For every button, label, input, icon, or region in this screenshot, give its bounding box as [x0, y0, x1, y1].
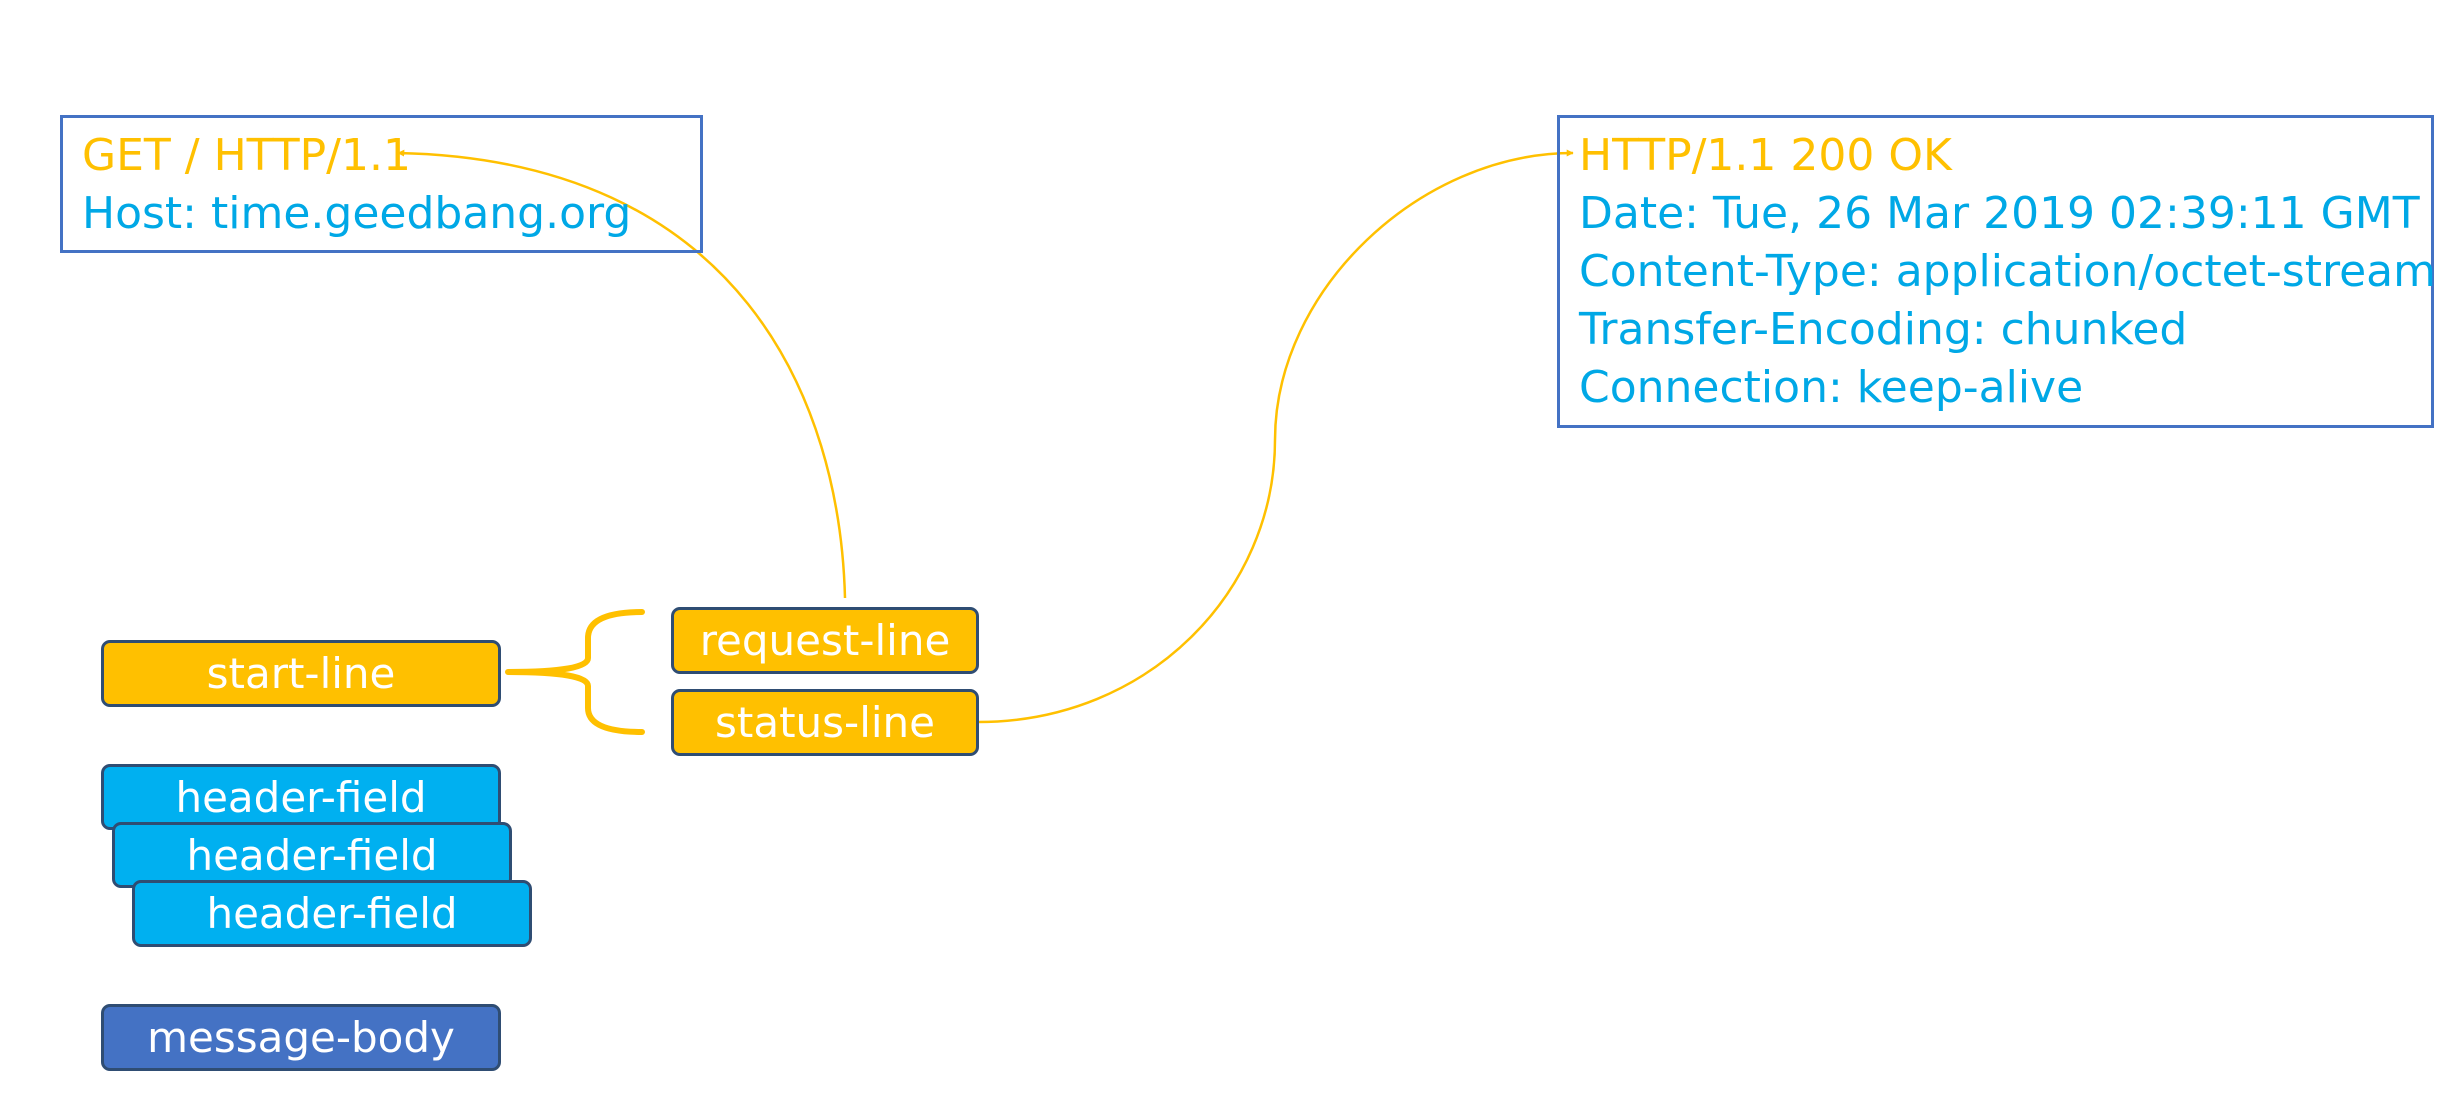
date-header-text: Date: Tue, 26 Mar 2019 02:39:11 GMT [1579, 188, 2420, 239]
status-line-arrow [977, 149, 1574, 724]
status-line-node: status-line [671, 689, 979, 756]
start-line-brace [505, 609, 645, 735]
header-field-node: header-field [112, 822, 512, 888]
response-message-box: HTTP/1.1 200 OK Date: Tue, 26 Mar 2019 0… [1557, 115, 2436, 428]
request-message-box: GET / HTTP/1.1 Host: time.geedbang.org [60, 115, 703, 253]
host-header-text: Host: time.geedbang.org [82, 188, 632, 239]
message-body-node: message-body [101, 1004, 501, 1071]
transfer-encoding-header-text: Transfer-Encoding: chunked [1579, 304, 2188, 355]
header-field-node: header-field [132, 880, 532, 947]
connection-header-text: Connection: keep-alive [1579, 362, 2084, 413]
start-line-node: start-line [101, 640, 501, 707]
header-field-node: header-field [101, 764, 501, 830]
status-line-text: HTTP/1.1 200 OK [1579, 130, 1952, 181]
request-line-node: request-line [671, 607, 979, 674]
request-line-text: GET / HTTP/1.1 [82, 130, 411, 181]
content-type-header-text: Content-Type: application/octet-stream [1579, 246, 2436, 297]
